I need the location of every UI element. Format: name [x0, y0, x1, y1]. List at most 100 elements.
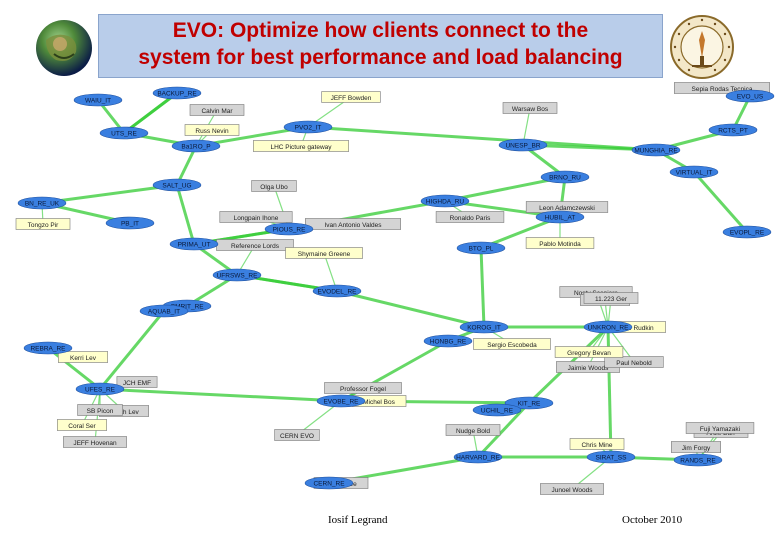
client-node: Jim Forgy	[670, 441, 721, 453]
client-node: Shymaine Greene	[285, 247, 363, 259]
client-box	[116, 376, 158, 388]
client-node: Junoel Woods	[540, 483, 604, 495]
reflector-ellipse	[669, 165, 719, 179]
reflector-ellipse	[152, 86, 202, 100]
reflector-ellipse	[264, 222, 314, 236]
client-node: Olga Ubo	[251, 180, 297, 192]
client-label: Ronaldo Paris	[450, 215, 492, 222]
reflector-ellipse	[722, 225, 772, 239]
client-box	[604, 356, 664, 368]
date: October 2010	[622, 514, 683, 526]
client-box	[540, 483, 604, 495]
link-line	[476, 401, 531, 459]
reflector-label: PIOUS_RE	[273, 226, 307, 233]
reflector-node: PB_IT	[105, 216, 155, 230]
client-box	[77, 404, 123, 416]
reflector-ellipse	[212, 268, 262, 282]
client-node: 11.223 Ger	[583, 292, 639, 304]
client-node: Kerri Lev	[57, 351, 109, 363]
reflector-ellipse	[708, 123, 758, 137]
client-label: JEFF Bowden	[331, 95, 372, 102]
client-node: SB Picon	[77, 404, 123, 416]
client-node: Leon Adamczewski	[525, 201, 609, 213]
reflector-ellipse	[23, 341, 73, 355]
client-box	[274, 429, 320, 441]
reflector-node: PIOUS_RE	[264, 222, 314, 236]
reflector-ellipse	[420, 194, 470, 208]
reflector-node: BACKUP_RE	[152, 86, 202, 100]
reflector-label: PB_IT	[121, 220, 139, 227]
reflector-node: UNESP_BR	[498, 138, 548, 152]
slide-title: EVO: Optimize how clients connect to the…	[98, 17, 663, 71]
client-label: Russ Nevin	[195, 128, 229, 135]
reflector-ellipse	[75, 382, 125, 396]
reflector-label: PVO2_IT	[295, 124, 322, 131]
client-node: Russ Nevin	[184, 124, 240, 136]
reflector-node: MUNGHIA_RE	[631, 143, 681, 157]
client-box	[569, 438, 625, 450]
client-label: Michel Bos	[363, 399, 396, 406]
reflector-label: WAIU_IT	[85, 97, 111, 104]
client-box	[251, 180, 297, 192]
reflector-node: AQUAB_IT	[139, 304, 189, 318]
reflector-label: EVO_US	[737, 93, 764, 100]
reflector-node: VIRTUAL_IT	[669, 165, 719, 179]
reflector-label: HARVARD_RE	[456, 454, 500, 461]
client-label: Sarah Lev	[109, 409, 139, 416]
reflector-ellipse	[316, 394, 366, 408]
reflector-label: REBRA_RE	[30, 345, 66, 352]
reflector-node: EVOPL_RE	[722, 225, 772, 239]
client-box	[583, 292, 639, 304]
client-label: Paul Nebold	[616, 360, 652, 367]
reflector-label: BTO_PL	[469, 245, 494, 252]
reflector-label: EVOPL_RE	[730, 229, 765, 236]
reflector-node: BRNO_RU	[540, 170, 590, 184]
client-label: LHC Picture gateway	[270, 144, 332, 151]
reflector-ellipse	[504, 396, 554, 410]
client-label: Warsaw Bos	[512, 106, 549, 113]
reflector-node: SALT_UG	[152, 178, 202, 192]
reflector-label: KIT_RE	[518, 400, 541, 407]
client-node: Paul Nebold	[604, 356, 664, 368]
link-line	[47, 346, 101, 391]
client-node: JCH EMF	[116, 376, 158, 388]
link-line	[123, 91, 178, 135]
reflector-label: UFES_RE	[85, 386, 116, 393]
reflector-ellipse	[171, 139, 221, 153]
reflector-label: UCHIL_RE	[481, 407, 514, 414]
reflector-label: UFRSWS_RE	[217, 272, 258, 279]
client-node: Professor Fogel	[324, 382, 402, 394]
client-label: Ivan Antonio Valdes	[325, 222, 383, 229]
client-label: Longpain Ihone	[234, 215, 279, 222]
reflector-ellipse	[105, 216, 155, 230]
reflector-node: PRIMA_UT	[169, 237, 219, 251]
reflector-node: EVODEL_RE	[312, 284, 362, 298]
link-line	[444, 175, 566, 203]
reflector-ellipse	[459, 320, 509, 334]
reflector-label: UNESP_BR	[505, 142, 540, 149]
client-box	[285, 247, 363, 259]
reflector-label: CMRIT_RE	[170, 303, 204, 310]
reflector-ellipse	[73, 93, 123, 107]
link-line	[336, 289, 485, 329]
client-box	[189, 104, 245, 116]
client-node: Coral Ser	[56, 419, 108, 431]
reflector-ellipse	[304, 476, 354, 490]
reflector-node: RCTS_PT	[708, 123, 758, 137]
client-node: LHC Picture gateway	[253, 140, 350, 152]
reflector-label: EVODEL_RE	[317, 288, 357, 295]
reflector-label: CERN_RE	[313, 480, 345, 487]
client-node: JEFF Bowden	[321, 91, 381, 103]
title-line-2: system for best performance and load bal…	[138, 46, 623, 69]
reflector-ellipse	[583, 320, 633, 334]
reflector-node: HONBG_RE	[423, 334, 473, 348]
reflector-ellipse	[17, 196, 67, 210]
client-label: Chris Mine	[581, 442, 612, 449]
client-label: Pablo Motinda	[539, 241, 581, 248]
reflector-label: KOROG_IT	[467, 324, 501, 331]
title-line-1: EVO: Optimize how clients connect to the	[172, 19, 589, 42]
reflector-ellipse	[423, 334, 473, 348]
client-label: Sergio Escobeda	[487, 342, 537, 349]
author: Iosif Legrand	[328, 514, 388, 526]
client-box	[253, 140, 350, 152]
